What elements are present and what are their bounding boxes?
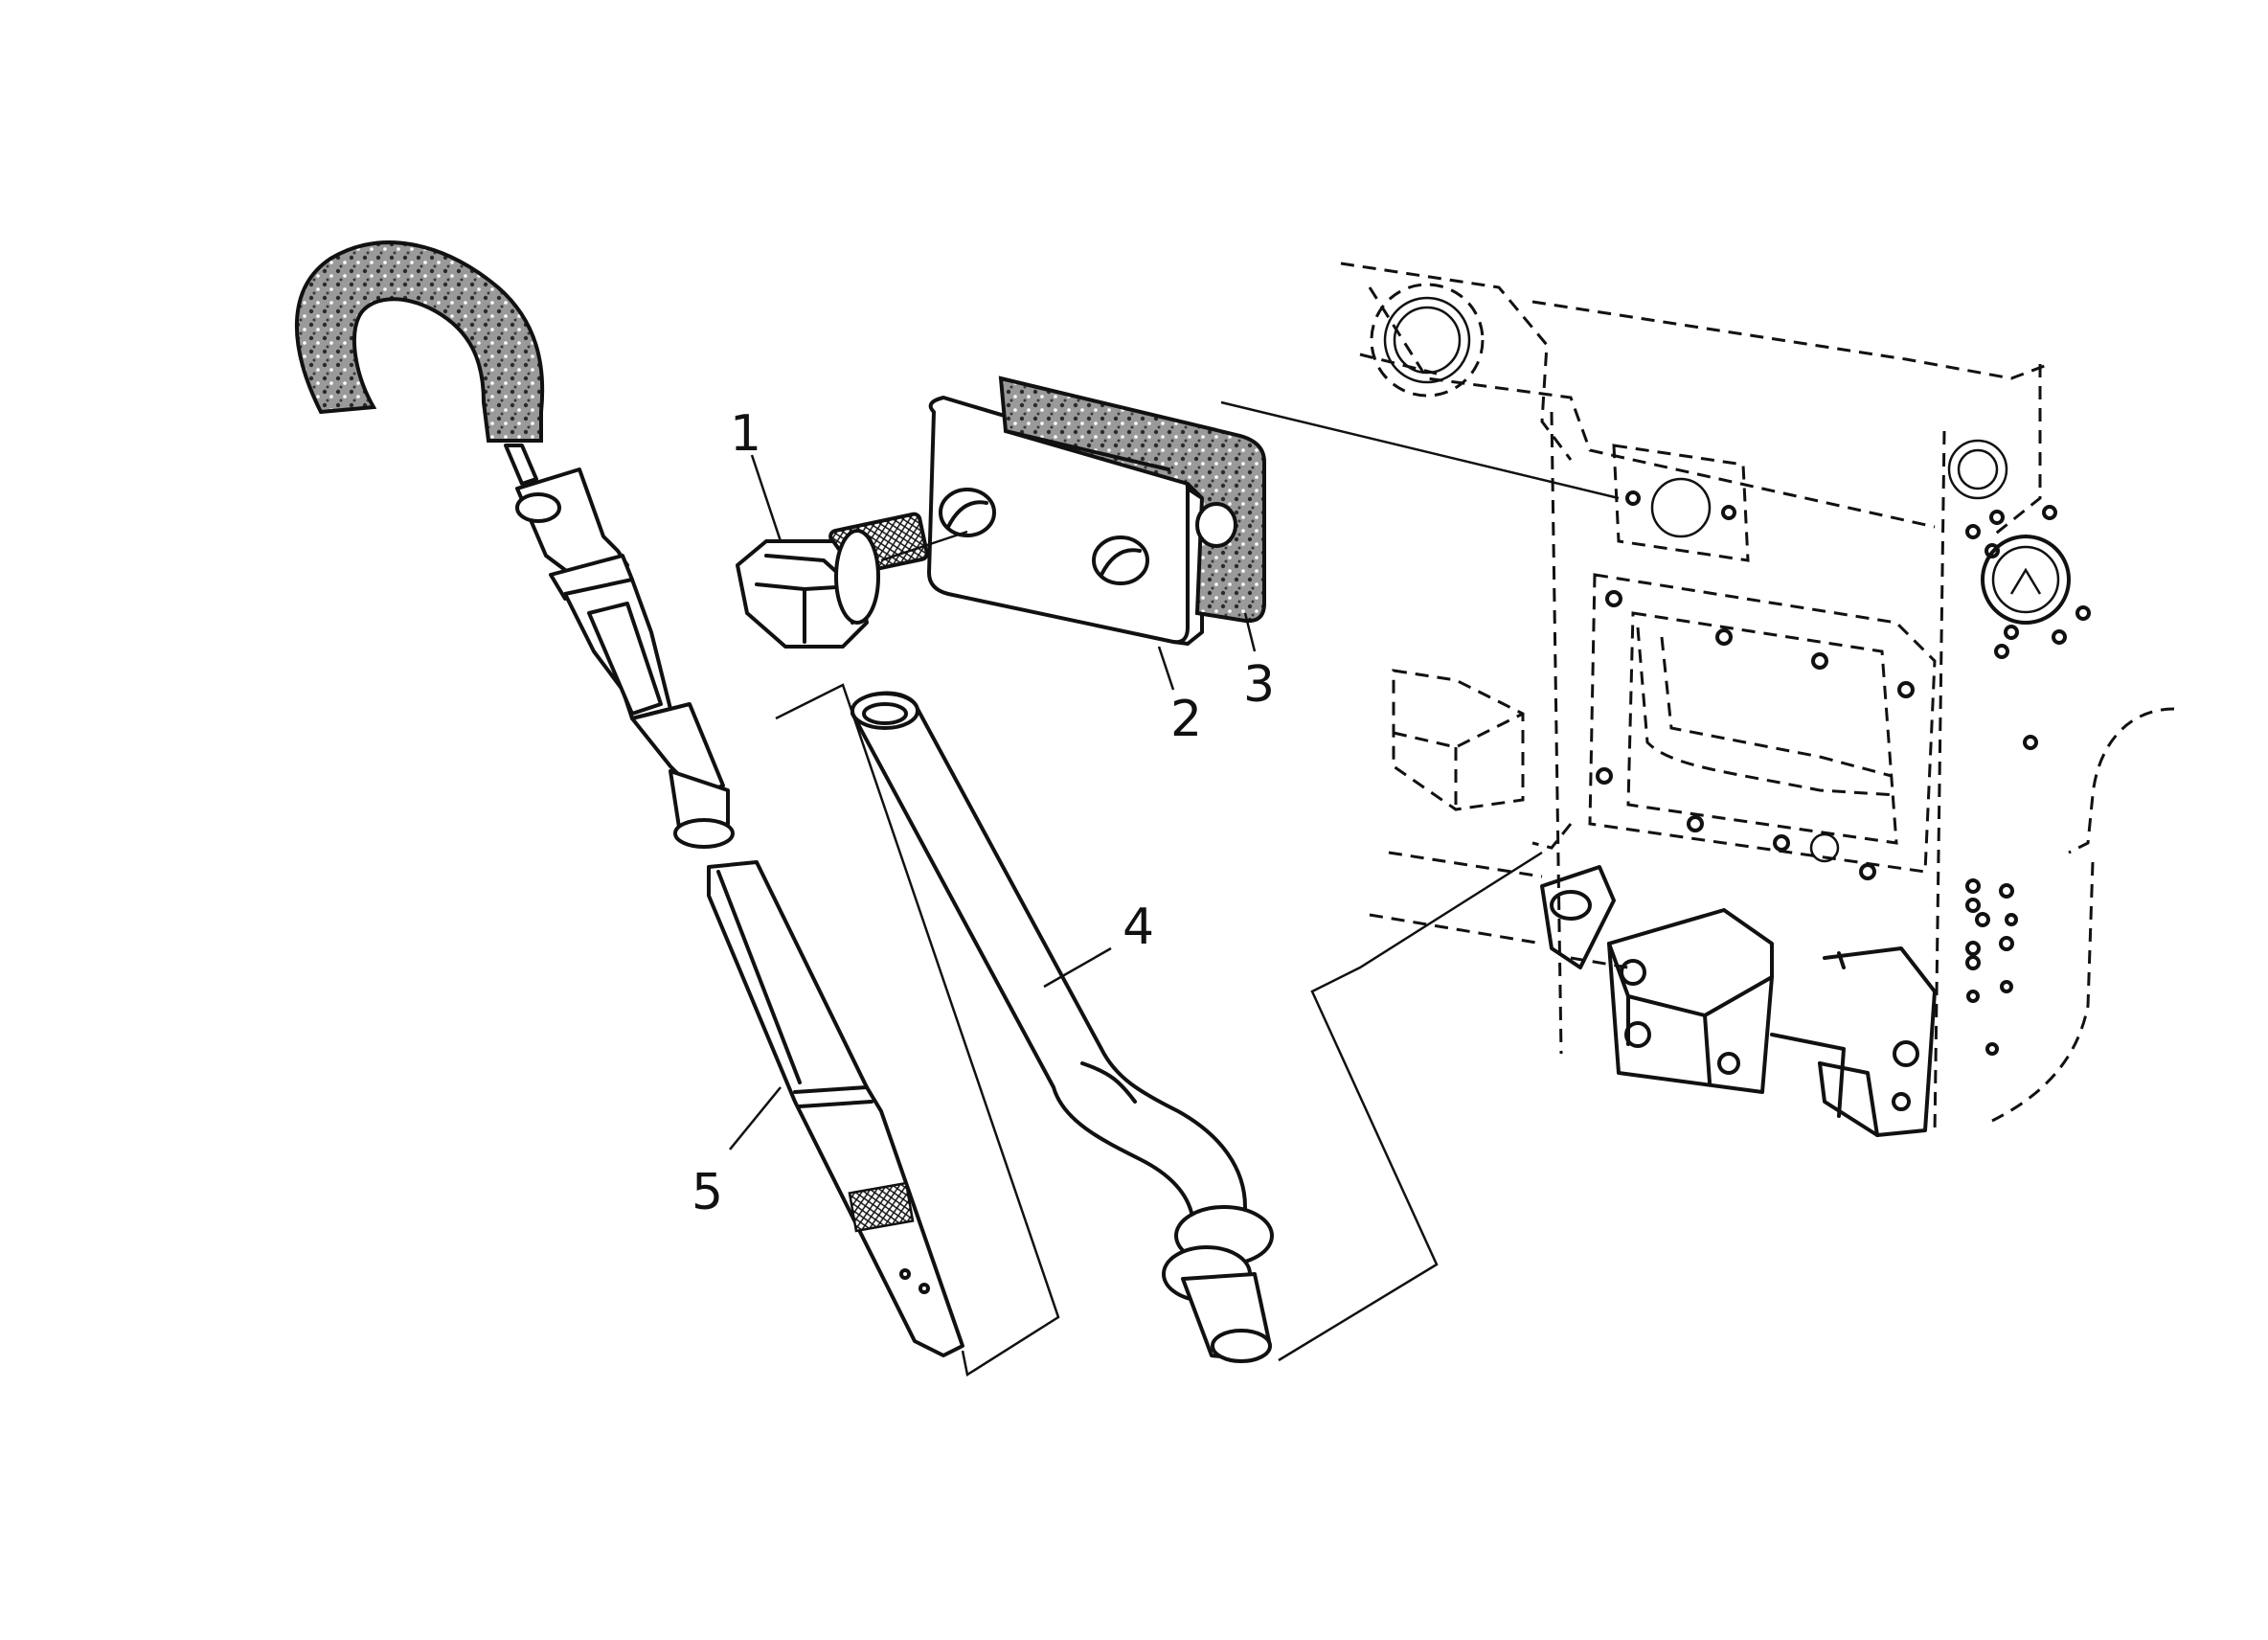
- engine-lower-mount: [1607, 908, 1937, 1137]
- callout-3: 3: [1243, 656, 1275, 714]
- breather-mounting-pad: [1612, 444, 1750, 562]
- callout-4: 4: [1123, 899, 1154, 956]
- engine-block-bracket: [1392, 669, 1525, 811]
- callout-2: 2: [1170, 691, 1202, 748]
- engine-block: [1340, 262, 2175, 1137]
- breather-gasket: [998, 376, 1266, 624]
- dipstick-tube: [850, 691, 1274, 1363]
- leader-lines: [729, 400, 1620, 1378]
- callout-1: 1: [730, 405, 761, 463]
- bolt: [736, 512, 929, 649]
- callout-5: 5: [692, 1164, 723, 1221]
- engine-plug-top: [1370, 283, 1485, 398]
- dipstick-tube-boss: [1540, 865, 1616, 969]
- dipstick: [295, 240, 964, 1357]
- engine-plug-right-upper: [1947, 439, 2008, 500]
- engine-side-cover: [1588, 573, 1937, 880]
- engine-right-bolts: [1965, 505, 2091, 1056]
- engine-gauge-right: [1981, 535, 2071, 625]
- callout-labels: 1 2 3 4 5: [692, 405, 1275, 1221]
